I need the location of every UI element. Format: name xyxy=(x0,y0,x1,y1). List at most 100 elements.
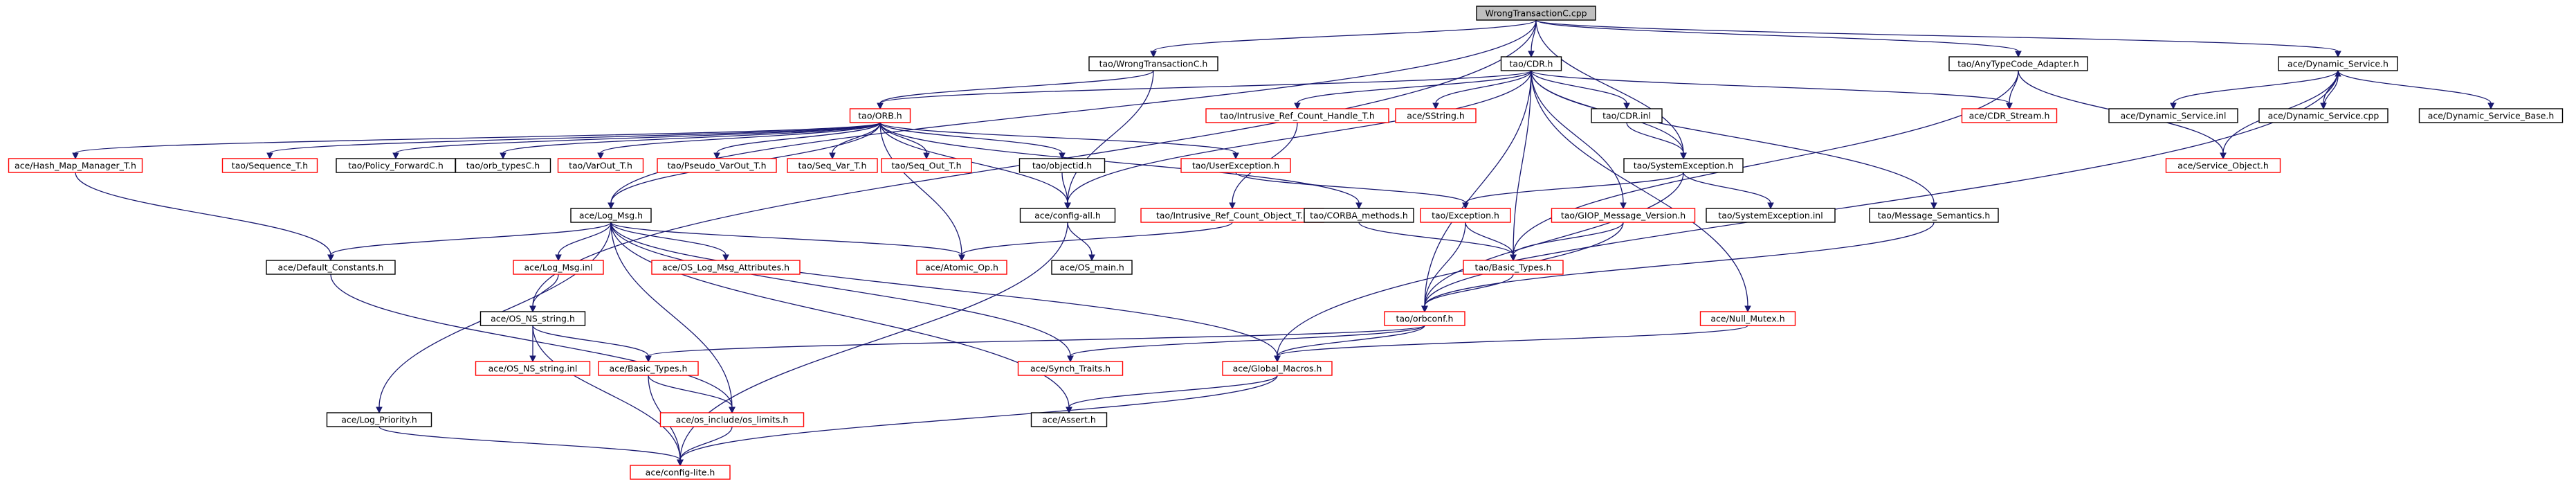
node-tao-systemexception-inl[interactable]: tao/SystemException.inl xyxy=(1706,208,1836,223)
edge-arrowhead xyxy=(1930,202,1937,210)
node-box xyxy=(1500,56,1562,71)
node-ace-basic-types-h[interactable]: ace/Basic_Types.h xyxy=(598,361,699,376)
edge-line xyxy=(1424,222,1466,307)
edge-orb_h-to-atomic_op xyxy=(879,122,965,262)
node-ace-synch-traits-h[interactable]: ace/Synch_Traits.h xyxy=(1017,361,1124,376)
edge-cdr_h-to-msg_sem xyxy=(1531,70,1937,210)
node-ace-log-msg-h[interactable]: ace/Log_Msg.h xyxy=(570,208,652,223)
edge-arrowhead xyxy=(555,254,562,262)
edge-arrowhead xyxy=(1229,202,1236,210)
edge-exception-to-tao_basic xyxy=(1465,222,1517,262)
node-tao-basic-types-h[interactable]: tao/Basic_Types.h xyxy=(1463,260,1564,275)
node-ace-default-constants-h[interactable]: ace/Default_Constants.h xyxy=(266,260,396,275)
edge-arrowhead xyxy=(72,152,79,160)
edge-arrowhead xyxy=(677,459,684,467)
node-tao-seq-out-t-h[interactable]: tao/Seq_Out_T.h xyxy=(881,158,972,173)
node-tao-userexception-h[interactable]: tao/UserException.h xyxy=(1180,158,1291,173)
edge-orbconf-to-ace_basic xyxy=(645,325,1425,363)
node-tao-intrusive-ref-count-object-t-h[interactable]: tao/Intrusive_Ref_Count_Object_T.h xyxy=(1140,208,1324,223)
edge-arrowhead xyxy=(1744,305,1751,313)
node-label: ace/os_include/os_limits.h xyxy=(676,415,789,425)
node-tao-pseudo-varout-t-h[interactable]: tao/Pseudo_VarOut_T.h xyxy=(657,158,777,173)
node-ace-log-priority-h[interactable]: ace/Log_Priority.h xyxy=(326,412,432,427)
node-tao-orbconf-h[interactable]: tao/orbconf.h xyxy=(1384,311,1465,326)
node-ace-os-main-h[interactable]: ace/OS_main.h xyxy=(1051,260,1133,275)
node-label: tao/Intrusive_Ref_Count_Handle_T.h xyxy=(1220,111,1375,121)
node-tao-giop-message-version-h[interactable]: tao/GIOP_Message_Version.h xyxy=(1551,208,1696,223)
edge-arrowhead xyxy=(1059,152,1066,160)
node-ace-sstring-h[interactable]: ace/SString.h xyxy=(1395,108,1477,123)
edge-line xyxy=(610,222,1071,357)
node-ace-config-all-h[interactable]: ace/config-all.h xyxy=(1019,208,1116,223)
node-tao-sequence-t-h[interactable]: tao/Sequence_T.h xyxy=(221,158,318,173)
node-ace-service-object-h[interactable]: ace/Service_Object.h xyxy=(2165,158,2281,173)
node-ace-atomic-op-h[interactable]: ace/Atomic_Op.h xyxy=(916,260,1007,275)
node-tao-varout-t-h[interactable]: tao/VarOut_T.h xyxy=(557,158,644,173)
node-ace-global-macros-h[interactable]: ace/Global_Macros.h xyxy=(1222,361,1333,376)
edge-arrowhead xyxy=(2006,102,2013,110)
node-ace-hash-map-manager-t-h[interactable]: ace/Hash_Map_Manager_T.h xyxy=(8,158,143,173)
edge-arrowhead xyxy=(1528,51,1535,58)
node-box xyxy=(455,158,551,173)
edge-arrowhead xyxy=(1294,102,1301,110)
node-label: tao/GIOP_Message_Version.h xyxy=(1561,211,1686,221)
node-label: ace/Hash_Map_Manager_T.h xyxy=(15,161,136,171)
node-label: ace/Dynamic_Service_Base.h xyxy=(2428,111,2555,121)
edge-line xyxy=(532,274,559,307)
node-ace-cdr-stream-h[interactable]: ace/CDR_Stream.h xyxy=(1961,108,2058,123)
node-ace-os-ns-string-inl[interactable]: ace/OS_NS_string.inl xyxy=(475,361,591,376)
edge-log_msg-to-log_msg_inl xyxy=(555,222,612,262)
node-tao-systemexception-h[interactable]: tao/SystemException.h xyxy=(1623,158,1744,173)
node-tao-intrusive-ref-count-handle-t-h[interactable]: tao/Intrusive_Ref_Count_Handle_T.h xyxy=(1205,108,1389,123)
node-box xyxy=(2258,108,2388,123)
node-tao-wrongtransactionc-h[interactable]: tao/WrongTransactionC.h xyxy=(1088,56,1218,71)
edge-arrowhead xyxy=(2220,152,2227,160)
node-tao-seq-var-t-h[interactable]: tao/Seq_Var_T.h xyxy=(787,158,878,173)
edge-cdr_h-to-orb_h xyxy=(877,70,1532,110)
node-ace-assert-h[interactable]: ace/Assert.h xyxy=(1030,412,1108,427)
node-tao-corba-methods-h[interactable]: tao/CORBA_methods.h xyxy=(1304,208,1414,223)
edge-arrowhead xyxy=(2335,69,2341,77)
node-tao-policy-forwardc-h[interactable]: tao/Policy_ForwardC.h xyxy=(336,158,456,173)
edge-arrowhead xyxy=(597,152,604,160)
edge-line xyxy=(1465,222,1514,256)
node-label: tao/UserException.h xyxy=(1192,161,1279,171)
node-tao-objectid-h[interactable]: tao/objectid.h xyxy=(1018,158,1106,173)
node-box xyxy=(916,260,1007,275)
node-box xyxy=(651,260,801,275)
node-ace-dynamic-service-inl[interactable]: ace/Dynamic_Service.inl xyxy=(2108,108,2238,123)
node-ace-dynamic-service-cpp[interactable]: ace/Dynamic_Service.cpp xyxy=(2258,108,2388,123)
edge-root-to-atca xyxy=(1535,19,2022,58)
node-box xyxy=(787,158,878,173)
node-ace-os-log-msg-attributes-h[interactable]: ace/OS_Log_Msg_Attributes.h xyxy=(651,260,801,275)
edge-line xyxy=(330,222,612,256)
edge-log_msg-to-ace_assert xyxy=(610,222,1072,414)
node-ace-null-mutex-h[interactable]: ace/Null_Mutex.h xyxy=(1699,311,1796,326)
node-label: tao/Exception.h xyxy=(1432,211,1499,221)
edge-root-to-dyn_svc xyxy=(1535,19,2341,58)
node-tao-orb-h[interactable]: tao/ORB.h xyxy=(849,108,911,123)
node-wrongtransactionc-cpp[interactable]: WrongTransactionC.cpp xyxy=(1476,6,1596,21)
node-label: tao/ORB.h xyxy=(858,111,902,121)
node-ace-dynamic-service-base-h[interactable]: ace/Dynamic_Service_Base.h xyxy=(2418,108,2564,123)
node-label: ace/OS_NS_string.h xyxy=(491,314,575,324)
node-tao-orb-typesc-h[interactable]: tao/orb_typesC.h xyxy=(455,158,551,173)
edge-line xyxy=(879,122,1360,204)
node-tao-message-semantics-h[interactable]: tao/Message_Semantics.h xyxy=(1869,208,1999,223)
node-label: tao/SystemException.h xyxy=(1634,161,1733,171)
node-ace-log-msg-inl[interactable]: ace/Log_Msg.inl xyxy=(513,260,604,275)
node-tao-exception-h[interactable]: tao/Exception.h xyxy=(1420,208,1511,223)
node-tao-cdr-inl[interactable]: tao/CDR.inl xyxy=(1591,108,1663,123)
node-tao-anytypecode-adapter-h[interactable]: tao/AnyTypeCode_Adapter.h xyxy=(1948,56,2088,71)
node-label: ace/Dynamic_Service.inl xyxy=(2121,111,2227,121)
node-box xyxy=(513,260,604,275)
edge-line xyxy=(879,122,1063,154)
edge-line xyxy=(378,426,681,461)
node-label: ace/Log_Priority.h xyxy=(341,415,417,425)
node-ace-os-include-os-limits-h[interactable]: ace/os_include/os_limits.h xyxy=(659,412,805,427)
node-tao-cdr-h[interactable]: tao/CDR.h xyxy=(1500,56,1562,71)
node-ace-dynamic-service-h[interactable]: ace/Dynamic_Service.h xyxy=(2278,56,2398,71)
node-ace-os-ns-string-h[interactable]: ace/OS_NS_string.h xyxy=(479,311,586,326)
node-ace-config-lite-h[interactable]: ace/config-lite.h xyxy=(630,465,731,480)
